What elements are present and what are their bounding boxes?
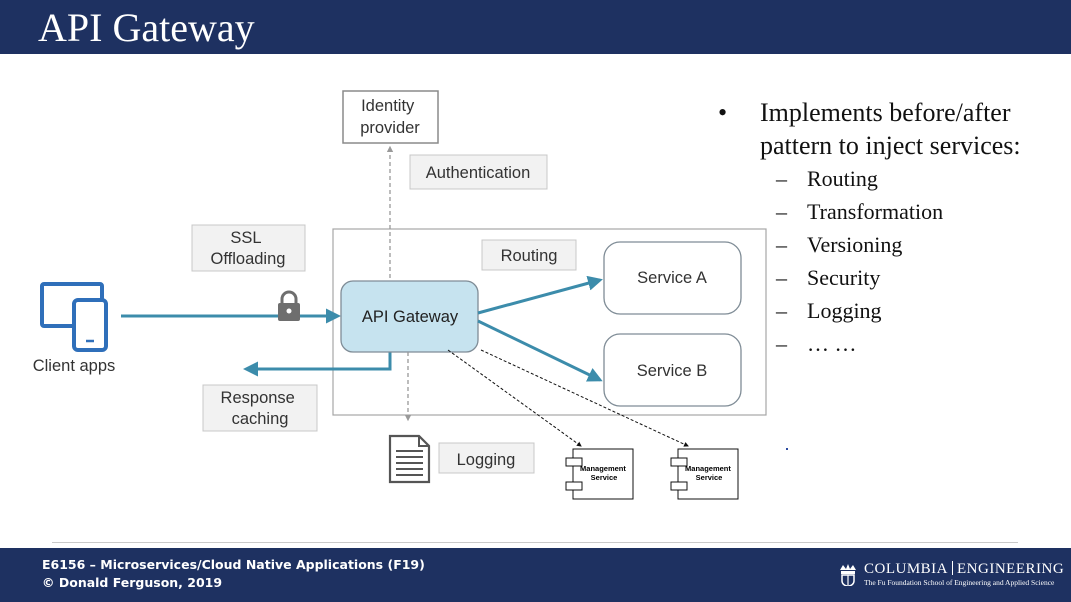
ssl-offloading-label: SSL Offloading xyxy=(211,229,286,268)
lock-icon xyxy=(278,290,300,321)
sub-bullet-item: –Security xyxy=(718,261,1058,294)
response-caching-box xyxy=(202,384,318,432)
logging-label: Logging xyxy=(457,451,516,469)
bullet-list: • Implements before/after pattern to inj… xyxy=(718,96,1058,360)
api-gateway-label: API Gateway xyxy=(362,308,459,326)
authentication-label: Authentication xyxy=(426,164,531,182)
sub-bullet-text: Routing xyxy=(807,166,878,191)
response-caching-label: Response caching xyxy=(221,389,300,428)
sub-bullet-item: –Transformation xyxy=(718,195,1058,228)
management-1-dotted-arrow xyxy=(447,349,582,447)
client-apps-label: Client apps xyxy=(33,357,116,375)
sub-bullet-item: –Logging xyxy=(718,294,1058,327)
routing-box xyxy=(481,239,577,271)
sub-bullet-text: Logging xyxy=(807,298,882,323)
dash-marker: – xyxy=(776,265,787,290)
api-gateway-box xyxy=(340,280,479,353)
routing-label: Routing xyxy=(501,247,558,265)
course-title: E6156 – Microservices/Cloud Native Appli… xyxy=(42,557,425,572)
dash-marker: – xyxy=(776,331,787,356)
sub-bullet-text: Versioning xyxy=(807,232,903,257)
logging-box xyxy=(438,442,535,474)
sub-bullet-text: Security xyxy=(807,265,881,290)
columbia-engineering-logo: COLUMBIA ENGINEERING The Fu Foundation Sc… xyxy=(838,561,1064,587)
footer-divider xyxy=(52,542,1018,543)
service-b-label: Service B xyxy=(637,362,708,380)
management-service-1: Management Service xyxy=(565,448,634,500)
logo-main-text: COLUMBIA ENGINEERING xyxy=(864,561,1064,578)
footer-bar: E6156 – Microservices/Cloud Native Appli… xyxy=(0,548,1071,602)
stray-dot xyxy=(786,448,788,450)
svg-text:Management Service: Management Service xyxy=(685,464,733,482)
dash-marker: – xyxy=(776,298,787,323)
identity-provider-label: Identity provider xyxy=(360,97,420,137)
bullet-dot: • xyxy=(718,98,728,127)
ssl-offloading-box xyxy=(191,224,306,272)
logo-separator xyxy=(952,561,954,575)
management-2-dotted-arrow xyxy=(480,349,689,447)
sub-bullet-item: –Routing xyxy=(718,162,1058,195)
sub-bullet-item: –… … xyxy=(718,327,1058,360)
copyright: © Donald Ferguson, 2019 xyxy=(42,575,223,590)
logo-wordmark: COLUMBIA ENGINEERING The Fu Foundation Sc… xyxy=(864,561,1064,587)
logo-engineering: ENGINEERING xyxy=(957,561,1065,577)
sub-bullet-item: –Versioning xyxy=(718,228,1058,261)
dash-marker: – xyxy=(776,166,787,191)
client-devices-icon xyxy=(40,282,108,352)
sub-bullet-text: Transformation xyxy=(807,199,944,224)
service-a-label: Service A xyxy=(637,269,707,287)
gateway-to-service-b-arrow xyxy=(477,319,603,382)
service-b-box xyxy=(603,333,742,407)
dash-marker: – xyxy=(776,199,787,224)
document-icon xyxy=(388,434,431,484)
service-a-box xyxy=(603,241,742,315)
gateway-to-service-a-arrow xyxy=(477,275,603,315)
identity-provider-box xyxy=(342,90,439,144)
sub-bullet-text: … … xyxy=(807,331,857,356)
title-bar: API Gateway xyxy=(0,0,1071,54)
logo-subtitle: The Fu Foundation School of Engineering … xyxy=(864,577,1055,587)
bullet-main-text: Implements before/after pattern to injec… xyxy=(760,98,1021,160)
dash-marker: – xyxy=(776,232,787,257)
logo-columbia: COLUMBIA xyxy=(864,561,949,577)
bullet-main: • Implements before/after pattern to inj… xyxy=(718,96,1058,162)
slide-title: API Gateway xyxy=(38,5,255,50)
management-service-2: Management Service xyxy=(670,448,739,500)
crown-icon xyxy=(840,563,856,586)
svg-text:Management Service: Management Service xyxy=(580,464,628,482)
response-return-arrow xyxy=(243,352,392,377)
authentication-box xyxy=(409,154,548,190)
